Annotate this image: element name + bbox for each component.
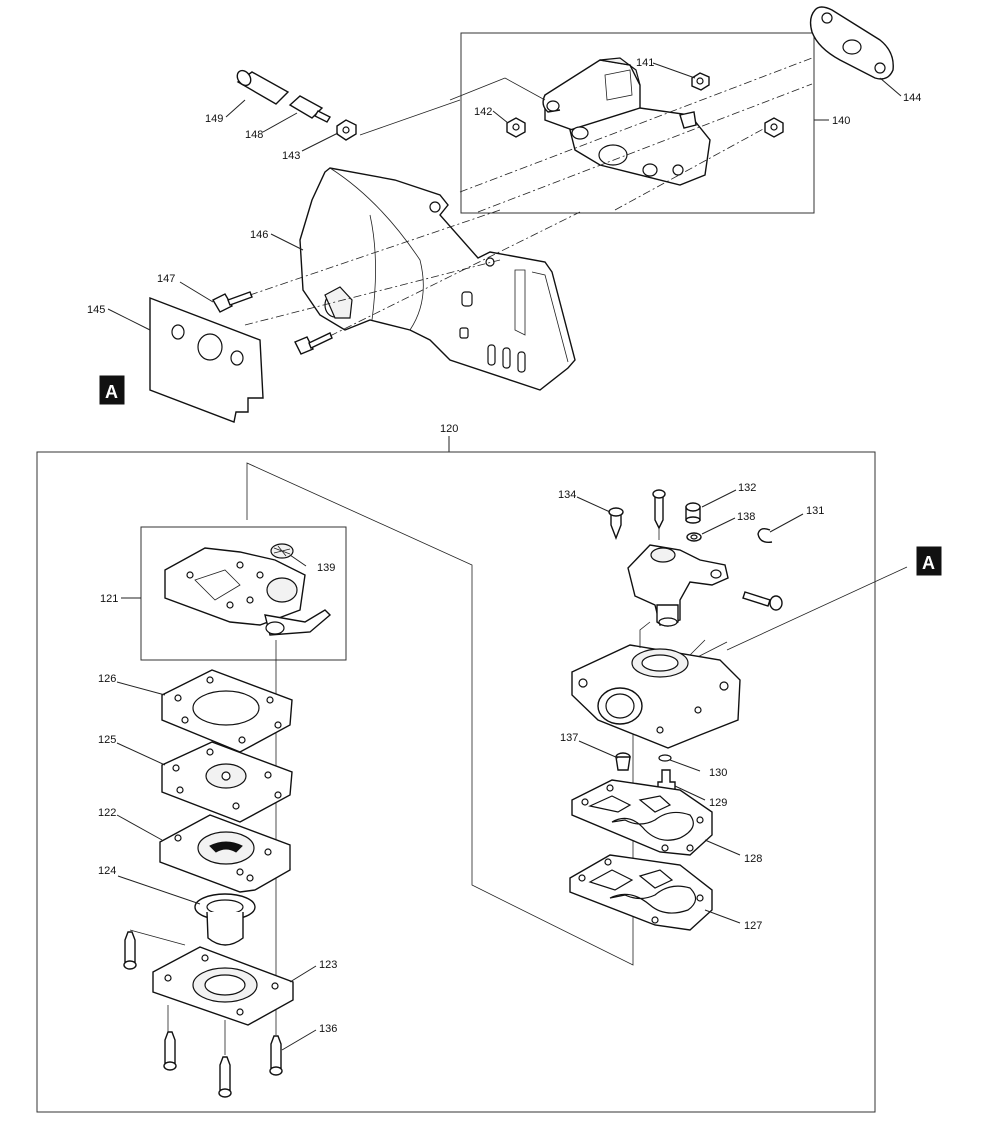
- part-bolt-lower: [294, 332, 333, 355]
- part-121-body: [164, 547, 332, 636]
- part-124-primer-bulb: [194, 893, 256, 946]
- part-147-bolt: [212, 291, 253, 313]
- part-148-pin: [288, 95, 331, 123]
- part-142-nut: [506, 117, 526, 138]
- label-140: 140: [832, 115, 850, 127]
- label-134: 134: [558, 489, 576, 501]
- part-149-sleeve: [236, 69, 290, 105]
- part-144-gasket: [809, 6, 894, 80]
- part-141-nut: [691, 72, 710, 91]
- label-124: 124: [98, 865, 116, 877]
- part-139-filter: [270, 543, 294, 559]
- label-126: 126: [98, 673, 116, 685]
- part-131-clip: [757, 527, 773, 544]
- part-throttle-assembly: [627, 544, 729, 627]
- label-143: 143: [282, 150, 300, 162]
- part-145-gasket-plate: [149, 296, 264, 423]
- label-142: 142: [474, 106, 492, 118]
- box-140: [460, 32, 815, 214]
- part-123-plate: [152, 946, 294, 1026]
- part-screw-side: [742, 591, 783, 611]
- box-121: [140, 526, 347, 661]
- svg-text:A: A: [922, 553, 935, 573]
- label-130: 130: [709, 767, 727, 779]
- label-122: 122: [98, 807, 116, 819]
- part-nut-right: [764, 117, 784, 138]
- part-136-screws: [123, 931, 283, 1098]
- part-128-gasket: [571, 779, 713, 856]
- label-127: 127: [744, 920, 762, 932]
- part-130-oring: [658, 754, 672, 762]
- label-147: 147: [157, 273, 175, 285]
- label-132: 132: [738, 482, 756, 494]
- label-125: 125: [98, 734, 116, 746]
- part-140-insulator: [542, 57, 711, 186]
- label-139: 139: [317, 562, 335, 574]
- label-131: 131: [806, 505, 824, 517]
- alignment-lines-top: [244, 57, 813, 337]
- label-144: 144: [903, 92, 921, 104]
- part-126-gasket: [161, 669, 293, 753]
- label-145: 145: [87, 304, 105, 316]
- part-146-shroud: [299, 167, 576, 391]
- label-138: 138: [737, 511, 755, 523]
- label-149: 149: [205, 113, 223, 125]
- part-132-screw: [685, 502, 701, 524]
- part-screw-top: [652, 489, 666, 530]
- ref-mark-a-right: A: [916, 546, 942, 576]
- part-labels: 144 140 141 142 149 148 143 146 147 145 …: [87, 57, 921, 1035]
- label-136: 136: [319, 1023, 337, 1035]
- part-138-ring: [686, 532, 702, 542]
- part-125-diaphragm: [161, 741, 293, 823]
- label-120: 120: [440, 423, 458, 435]
- label-123: 123: [319, 959, 337, 971]
- label-128: 128: [744, 853, 762, 865]
- label-137: 137: [560, 732, 578, 744]
- leader-lines-main: [116, 489, 804, 1051]
- part-carburetor-body: [571, 621, 741, 749]
- part-127-gasket: [569, 854, 713, 931]
- label-121: 121: [100, 593, 118, 605]
- label-141: 141: [636, 57, 654, 69]
- part-143-nut: [336, 119, 357, 141]
- box-120: [36, 451, 876, 1113]
- label-129: 129: [709, 797, 727, 809]
- part-137-needle: [615, 752, 631, 771]
- leader-lines-top: [107, 62, 902, 331]
- ref-mark-a-left: A: [99, 375, 125, 405]
- part-122-pump-cover: [159, 814, 291, 893]
- svg-text:A: A: [105, 382, 118, 402]
- part-134-screw: [608, 507, 624, 540]
- label-146: 146: [250, 229, 268, 241]
- label-148: 148: [245, 129, 263, 141]
